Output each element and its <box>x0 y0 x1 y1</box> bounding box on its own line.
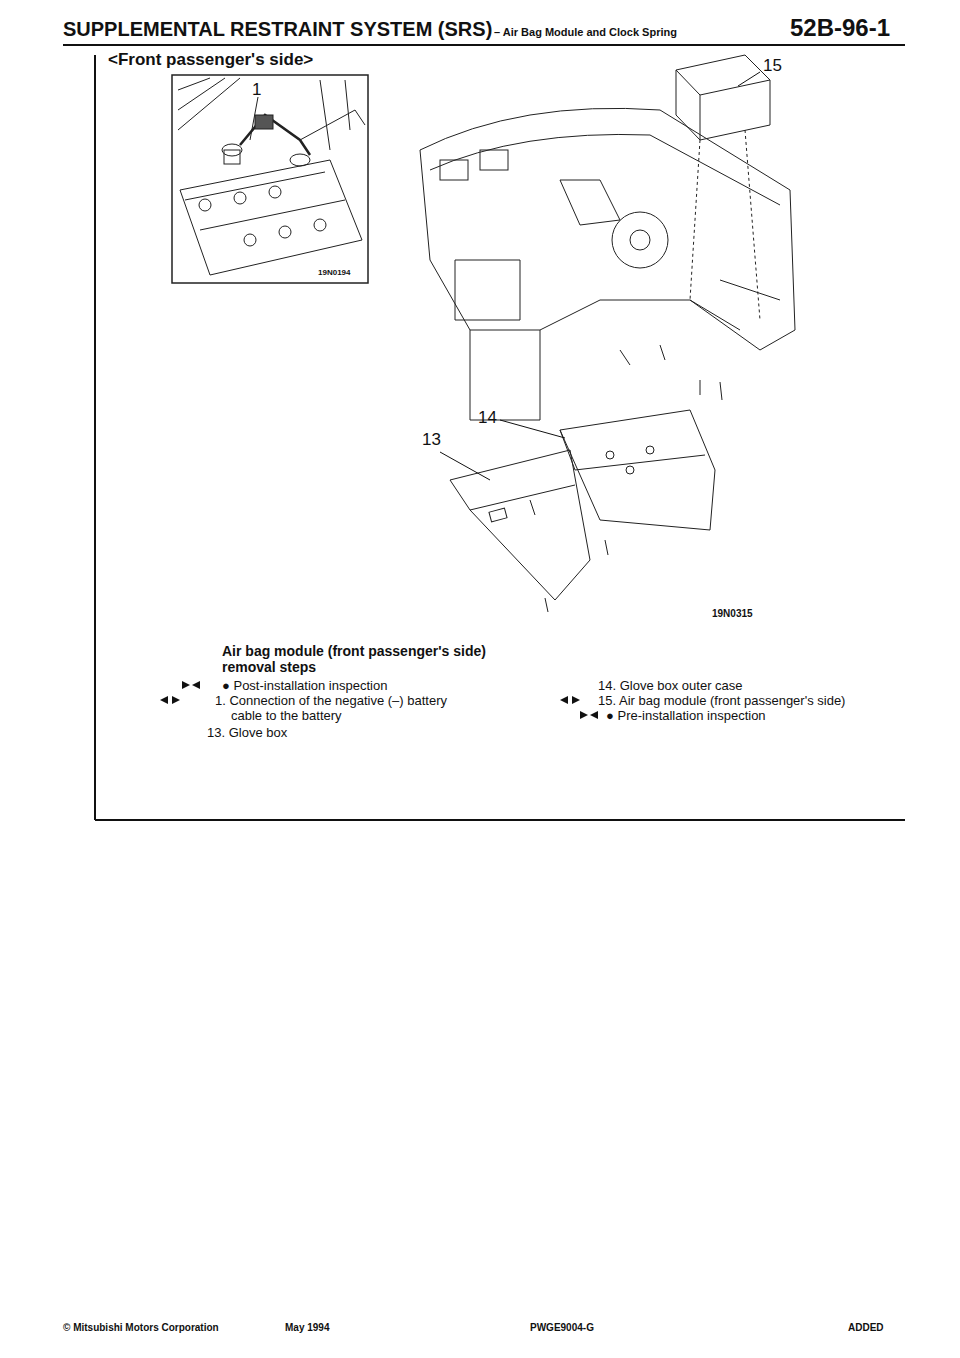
header-rule <box>63 44 905 46</box>
step-item: 13. Glove box <box>207 726 287 741</box>
dashboard-illustration <box>420 55 795 612</box>
view-heading: <Front passenger's side> <box>108 50 313 70</box>
step-item: ● Post-installation inspection <box>222 679 387 694</box>
frame-line <box>95 819 905 821</box>
figure-code: 19N0315 <box>712 608 753 620</box>
page-title: SUPPLEMENTAL RESTRAINT SYSTEM (SRS) <box>63 18 492 41</box>
leader-lines <box>440 72 760 480</box>
copyright: © Mitsubishi Motors Corporation <box>63 1322 219 1334</box>
step-item: 14. Glove box outer case <box>598 679 743 694</box>
status-mark: ADDED <box>848 1322 884 1334</box>
document-code: PWGE9004-G <box>530 1322 594 1334</box>
date: May 1994 <box>285 1322 329 1334</box>
callout-number: 1 <box>252 80 261 100</box>
callout-number: 15 <box>763 56 782 76</box>
callout-number: 14 <box>478 408 497 428</box>
figure-code: 19N0194 <box>318 268 350 277</box>
battery-illustration <box>172 75 368 283</box>
steps-heading: Air bag module (front passenger's side) … <box>222 643 492 675</box>
callout-number: 13 <box>422 430 441 450</box>
section-subtitle: – Air Bag Module and Clock Spring <box>494 26 677 39</box>
step-item: 15. Air bag module (front passenger's si… <box>598 694 845 709</box>
step-item: ● Pre-installation inspection <box>606 709 766 724</box>
step-item: 1. Connection of the negative (–) batter… <box>215 694 481 724</box>
frame-line <box>94 55 96 820</box>
page-number: 52B-96-1 <box>790 14 890 42</box>
